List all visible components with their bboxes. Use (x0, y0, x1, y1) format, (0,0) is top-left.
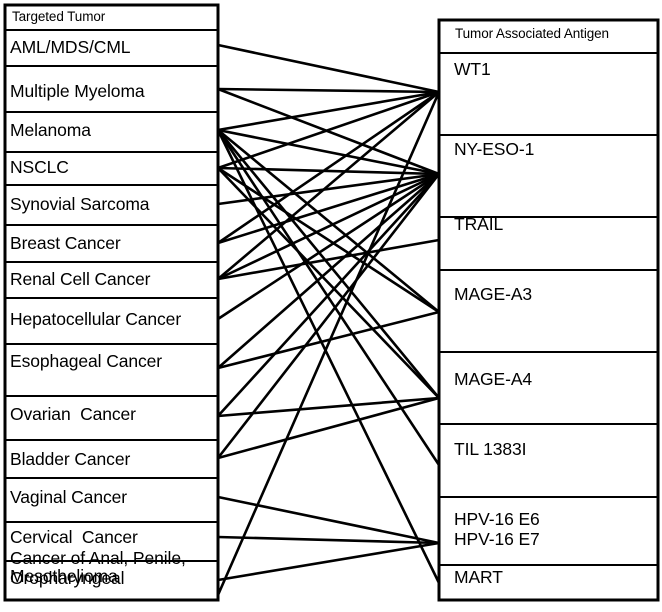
left-item-mesothelioma[interactable]: Mesothelioma (10, 566, 118, 586)
left-item-anal-penile-oropharyngeal[interactable]: Cancer of Anal, Penile, Oropharyngeal (10, 548, 186, 588)
right-item-hpv-16-e6-e7[interactable]: HPV-16 E6 HPV-16 E7 (454, 509, 540, 549)
link-line (216, 172, 441, 245)
link-line (216, 396, 441, 460)
left-item-esophageal-cancer[interactable]: Esophageal Cancer (10, 351, 163, 371)
link-line (216, 172, 441, 418)
link-line (216, 172, 441, 281)
link-line (216, 90, 441, 245)
link-line (216, 238, 441, 281)
link-line (216, 541, 441, 582)
link-line (216, 128, 441, 400)
left-item-renal-cell-cancer[interactable]: Renal Cell Cancer (10, 269, 151, 289)
right-column-header: Tumor Associated Antigen (455, 26, 609, 41)
link-line (216, 128, 441, 314)
link-line (216, 172, 441, 321)
link-line (216, 172, 441, 460)
link-line (216, 43, 441, 94)
left-column-header: Targeted Tumor (12, 9, 106, 24)
left-item-ovarian-cancer[interactable]: Ovarian Cancer (10, 404, 136, 424)
left-item-hepatocellular-cancer[interactable]: Hepatocellular Cancer (10, 309, 182, 329)
link-line (216, 172, 441, 370)
link-line (216, 310, 441, 370)
link-line (216, 535, 441, 545)
link-line (216, 396, 441, 418)
right-item-mage-a3[interactable]: MAGE-A3 (454, 284, 533, 304)
left-item-synovial-sarcoma[interactable]: Synovial Sarcoma (10, 194, 150, 214)
link-line (216, 166, 441, 314)
left-item-bladder-cancer[interactable]: Bladder Cancer (10, 449, 131, 469)
link-line (216, 495, 441, 545)
link-line (216, 87, 441, 94)
right-row-dividers (439, 52, 658, 566)
link-line (216, 87, 441, 176)
link-line (216, 90, 441, 597)
right-item-mage-a4[interactable]: MAGE-A4 (454, 369, 533, 389)
left-item-vaginal-cancer[interactable]: Vaginal Cancer (10, 487, 127, 507)
link-line (216, 90, 441, 170)
right-item-wt1[interactable]: WT1 (454, 59, 491, 79)
right-item-ny-eso-1[interactable]: NY-ESO-1 (454, 139, 535, 159)
right-item-til-1383i[interactable]: TIL 1383I (454, 439, 527, 459)
left-row-dividers (5, 29, 218, 562)
link-line (216, 128, 441, 176)
left-item-breast-cancer[interactable]: Breast Cancer (10, 233, 121, 253)
left-item-multiple-myeloma[interactable]: Multiple Myeloma (10, 81, 145, 101)
right-item-mart[interactable]: MART (454, 567, 503, 587)
left-item-cervical-cancer[interactable]: Cervical Cancer (10, 527, 138, 547)
left-item-nsclc[interactable]: NSCLC (10, 157, 69, 177)
link-line (216, 90, 441, 132)
left-item-melanoma[interactable]: Melanoma (10, 120, 91, 140)
link-line (216, 90, 441, 281)
right-item-trail[interactable]: TRAIL (454, 214, 504, 234)
link-lines (216, 43, 441, 597)
link-line (216, 166, 441, 400)
left-item-aml-mds-cml[interactable]: AML/MDS/CML (10, 37, 131, 57)
